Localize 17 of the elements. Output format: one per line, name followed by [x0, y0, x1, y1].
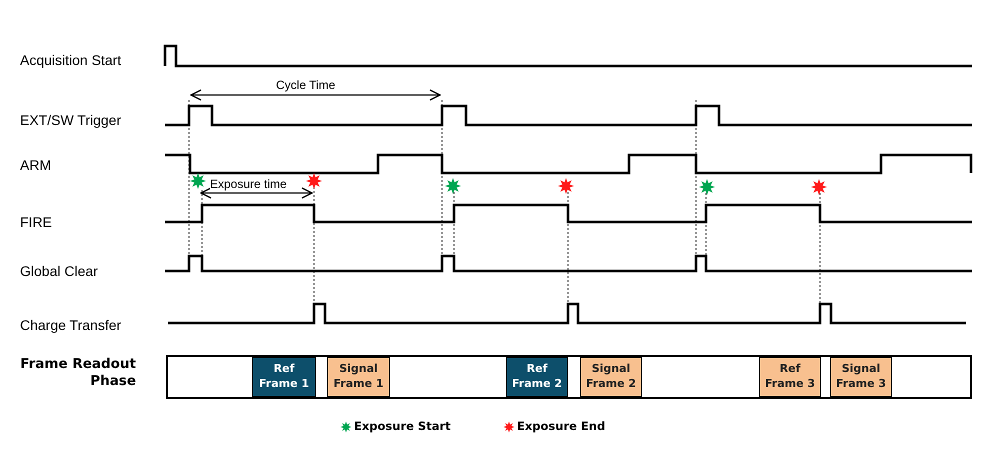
- signal-label: ARM: [20, 157, 52, 173]
- dimension-label: Exposure time: [210, 177, 287, 191]
- signal-label: EXT/SW Trigger: [20, 112, 122, 128]
- signal-label: Global Clear: [20, 263, 98, 279]
- frame-block: Signal Frame 2: [580, 357, 642, 397]
- dimension-label: Cycle Time: [276, 78, 336, 92]
- signal-label: Acquisition Start: [20, 52, 122, 68]
- frame-block: Ref Frame 1: [252, 357, 316, 397]
- signal-label: Charge Transfer: [20, 317, 122, 333]
- frame-block: Signal Frame 1: [327, 357, 390, 397]
- legend-label: Exposure End: [517, 419, 606, 433]
- legend-label: Exposure Start: [354, 419, 451, 433]
- signal-label: FIRE: [20, 214, 52, 230]
- frame-block: Ref Frame 3: [759, 357, 821, 397]
- frame-block: Ref Frame 2: [506, 357, 568, 397]
- frame-block: Signal Frame 3: [830, 357, 892, 397]
- section-heading: Frame Readout Phase: [19, 356, 136, 390]
